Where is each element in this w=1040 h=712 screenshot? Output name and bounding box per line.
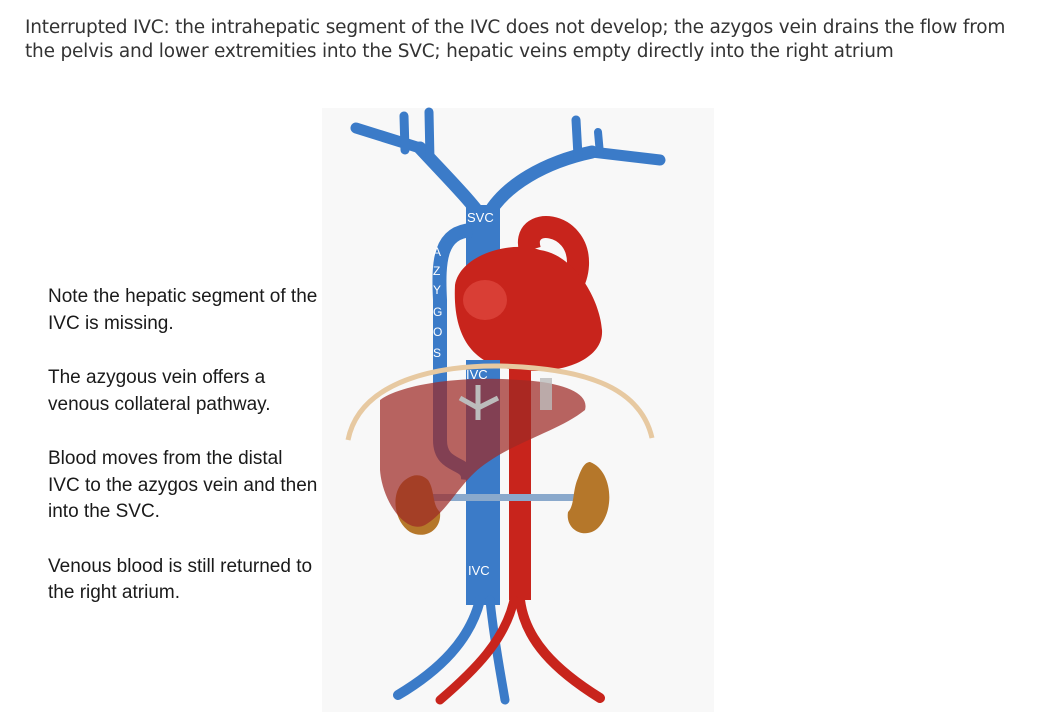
ivc-upper-label: IVC bbox=[466, 367, 488, 382]
azygos-letter: A bbox=[433, 245, 441, 259]
note-blood-flow: Blood moves from the distal IVC to the a… bbox=[48, 448, 318, 522]
azygos-letter: O bbox=[433, 325, 442, 339]
left-kidney bbox=[567, 462, 610, 534]
liver bbox=[380, 378, 586, 527]
diaphragm bbox=[345, 363, 655, 441]
heart bbox=[454, 246, 603, 371]
hepatic-veins bbox=[458, 385, 500, 420]
iliac-vessels bbox=[393, 595, 605, 705]
hepatic-vein-stub bbox=[540, 378, 552, 410]
azygos-letter: G bbox=[433, 305, 442, 319]
upper-veins bbox=[350, 107, 666, 227]
note-hepatic-segment: Note the hepatic segment of the IVC is m… bbox=[48, 286, 318, 334]
renal-vessels bbox=[430, 494, 580, 501]
azygos-letter: Z bbox=[433, 264, 440, 278]
svc-label: SVC bbox=[467, 210, 494, 225]
heart-highlight bbox=[463, 280, 507, 320]
azygos-letter: S bbox=[433, 346, 441, 360]
azygos-letter: Y bbox=[433, 283, 441, 297]
notes-panel: Note the hepatic segment of the IVC is m… bbox=[48, 284, 318, 607]
note-venous-return: Venous blood is still returned to the ri… bbox=[48, 555, 313, 604]
figure-caption: Interrupted IVC: the intrahepatic segmen… bbox=[25, 17, 1006, 62]
azygos-label: A Z Y G O S bbox=[433, 245, 442, 360]
ivc-lower-label: IVC bbox=[468, 563, 490, 578]
note-azygous-collateral: The azygous vein offers a venous collate… bbox=[48, 367, 271, 415]
